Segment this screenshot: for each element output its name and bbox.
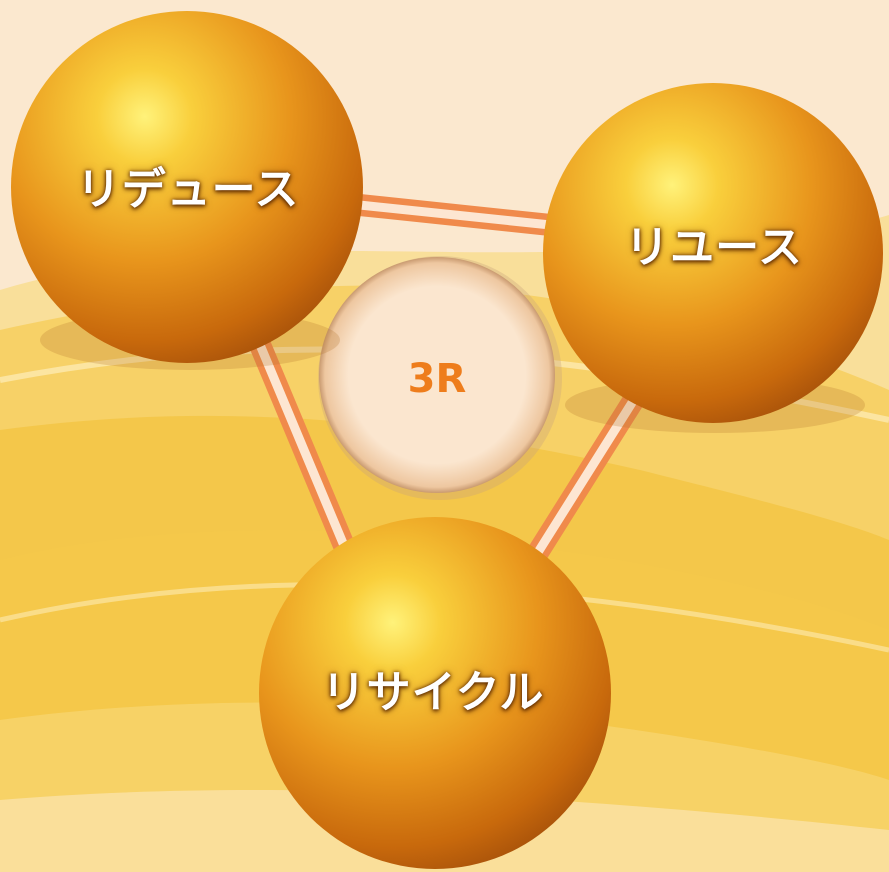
connector-reduce-recycle (247, 329, 361, 571)
node-label-reuse: リユース (625, 222, 803, 273)
center-circle (318, 256, 562, 500)
node-label-recycle: リサイクル (321, 667, 545, 718)
connector-reuse-recycle (519, 379, 651, 576)
center-label: 3R (407, 356, 467, 402)
sphere-reuse (543, 83, 883, 433)
node-label-reduce: リデュース (76, 164, 300, 215)
sphere-reduce (11, 11, 363, 370)
connector-reduce-reuse (339, 193, 571, 237)
sphere-recycle (259, 517, 611, 869)
